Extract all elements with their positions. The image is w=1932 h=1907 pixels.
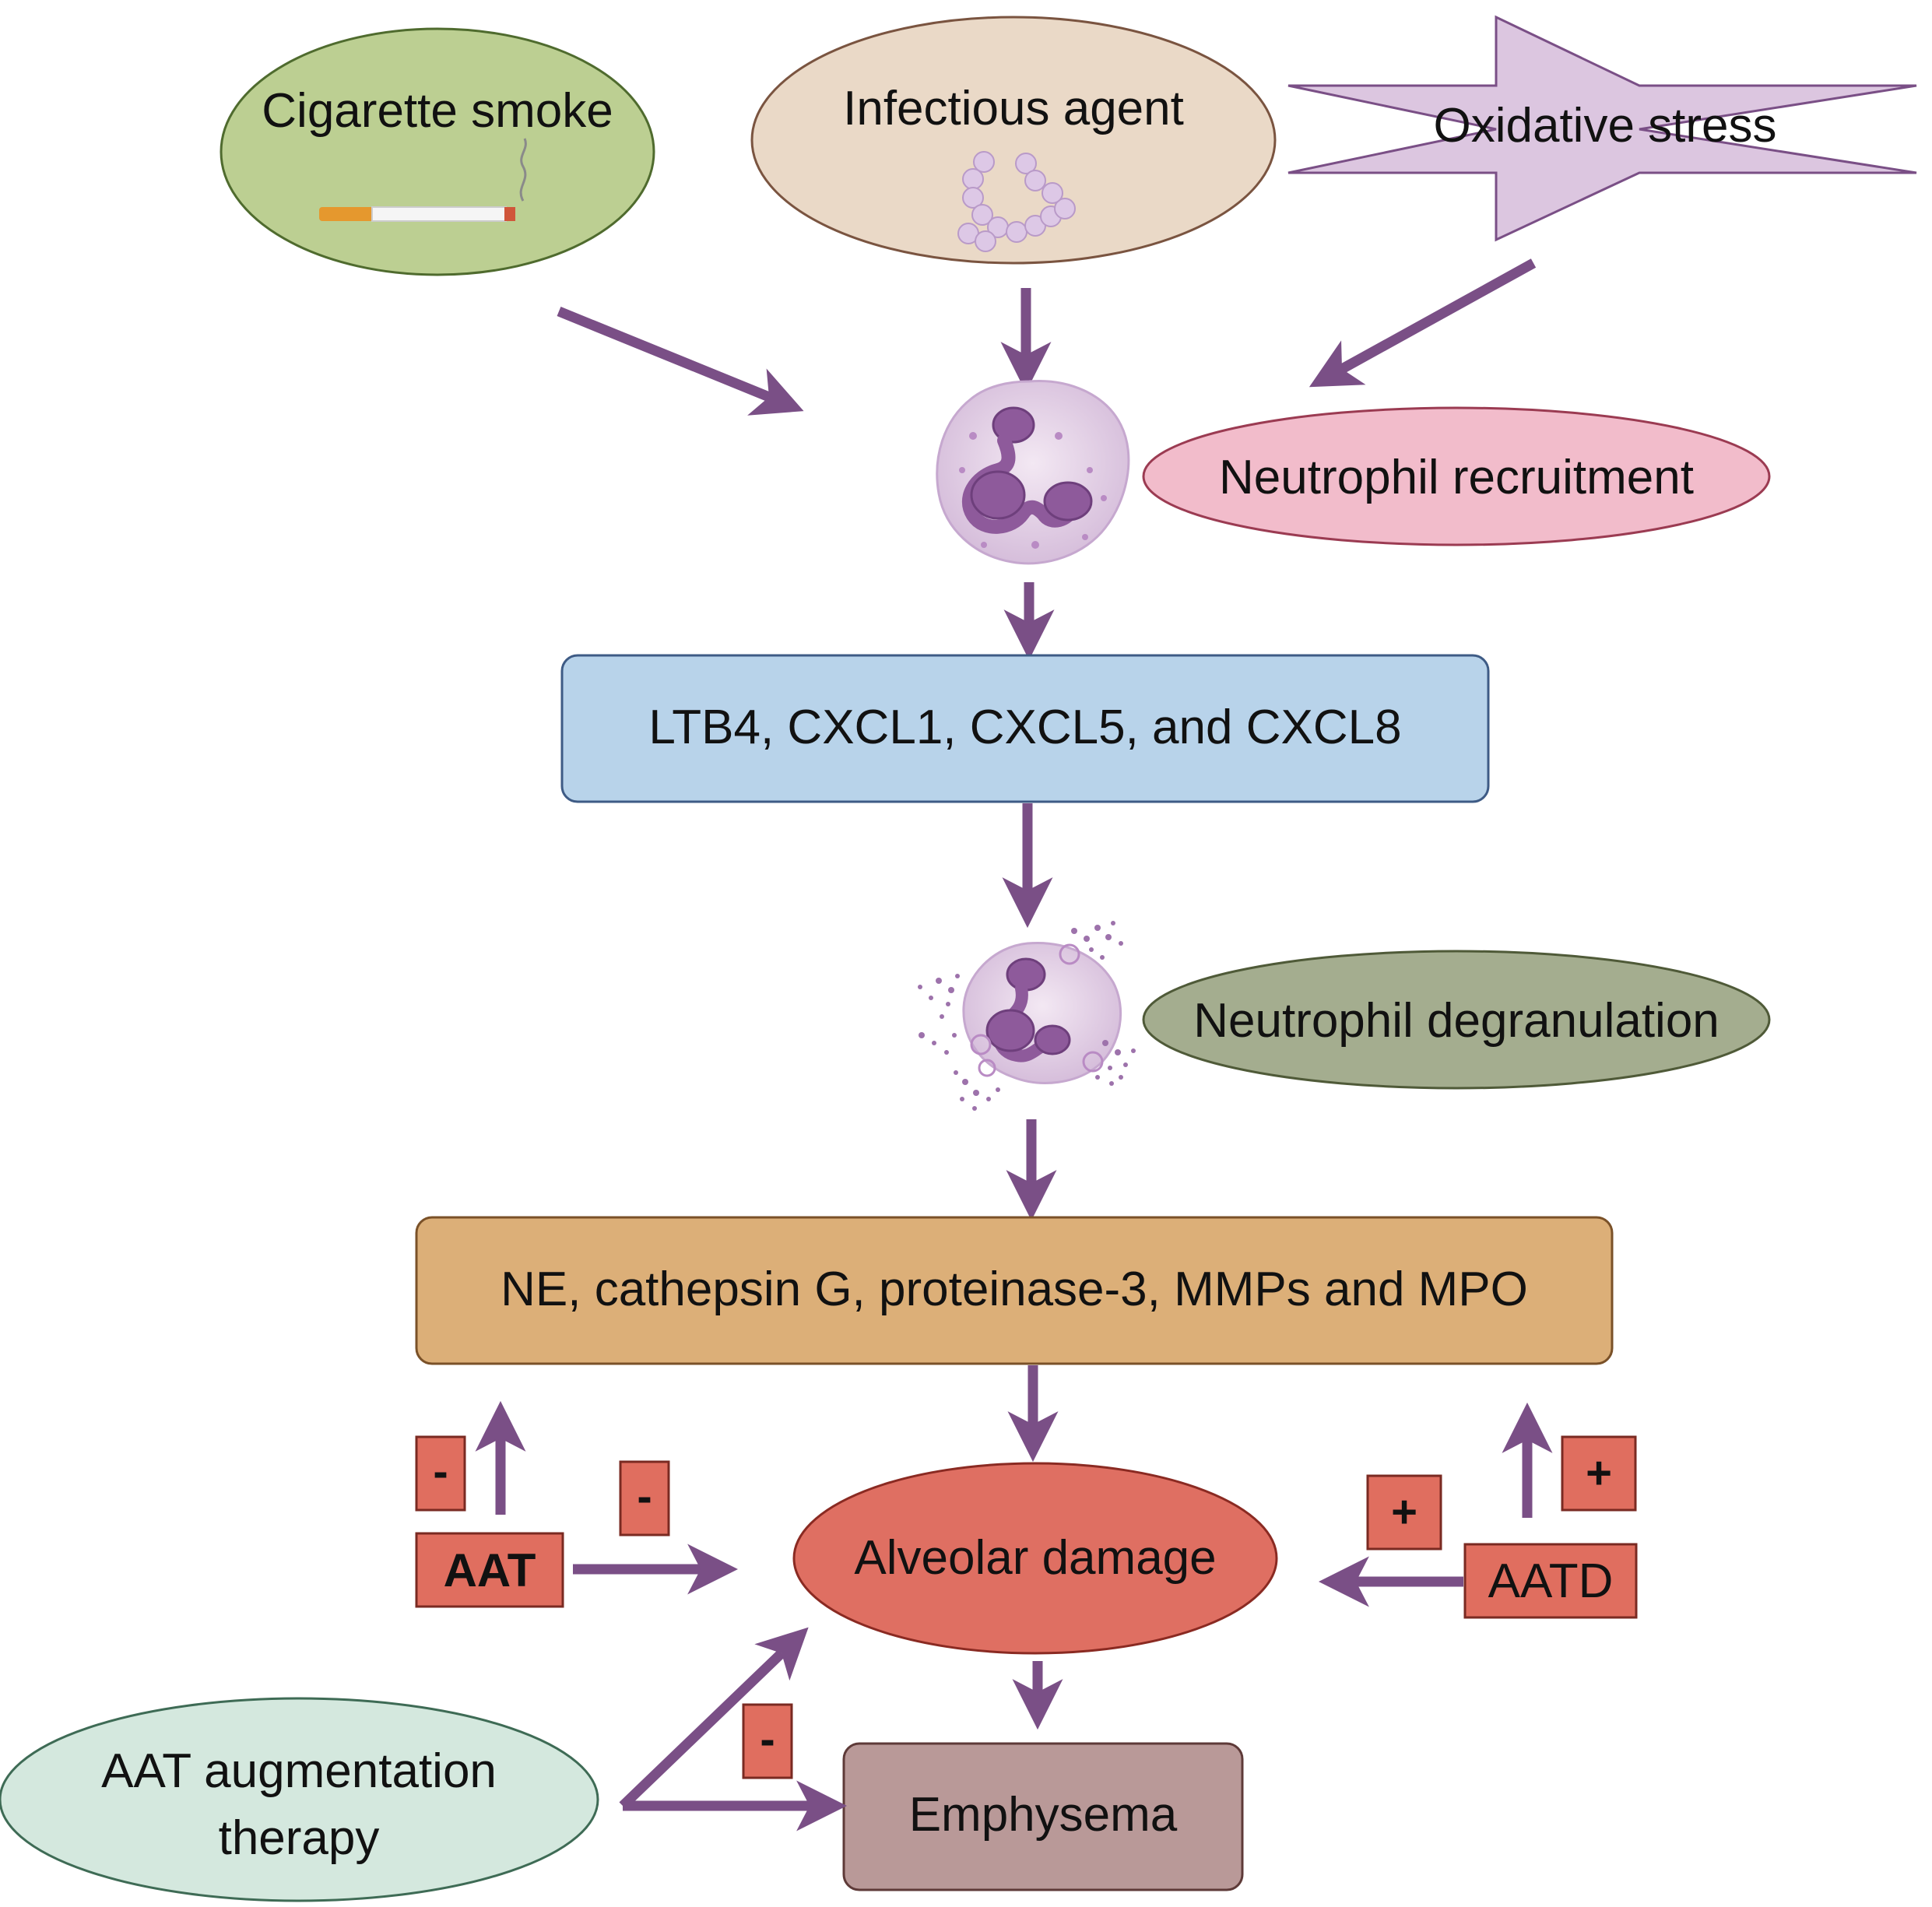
svg-text:+: +	[1586, 1448, 1612, 1498]
mediators-label: LTB4, CXCL1, CXCL5, and CXCL8	[648, 701, 1401, 754]
neutrophil-degranulation-node: Neutrophil degranulation	[1142, 950, 1771, 1090]
mediators-box: LTB4, CXCL1, CXCL5, and CXCL8	[560, 654, 1490, 803]
oxidative-stress-label: Oxidative stress	[1433, 99, 1776, 153]
neutrophil-degranulation-label: Neutrophil degranulation	[1193, 994, 1719, 1048]
cigarette-smoke-label: Cigarette smoke	[262, 84, 613, 138]
infectious-agent-node: Infectious agent	[750, 16, 1277, 265]
svg-text:+: +	[1391, 1487, 1417, 1537]
oxidative-stress-node: Oxidative stress	[1287, 15, 1917, 242]
neutrophil-recruitment-node: Neutrophil recruitment	[1142, 406, 1771, 546]
proteases-label: NE, cathepsin G, proteinase-3, MMPs and …	[501, 1263, 1528, 1316]
cigarette-smoke-node: Cigarette smoke	[220, 27, 655, 276]
svg-text:-: -	[760, 1714, 775, 1765]
svg-text:-: -	[637, 1471, 652, 1522]
aat-label: AAT	[444, 1544, 536, 1596]
therapy-label-line1: AAT augmentation	[101, 1744, 497, 1798]
aat-box: AAT	[415, 1532, 564, 1608]
inhibition-sign-aat-alveolar: -	[619, 1460, 670, 1536]
neutrophil-cell-icon	[936, 380, 1130, 565]
bacteria-chain-icon	[957, 151, 1076, 252]
alveolar-damage-node: Alveolar damage	[792, 1462, 1278, 1655]
neutrophil-recruitment-label: Neutrophil recruitment	[1219, 451, 1694, 504]
aatd-label: AATD	[1488, 1554, 1614, 1608]
proteases-box: NE, cathepsin G, proteinase-3, MMPs and …	[415, 1216, 1614, 1365]
degranulating-neutrophil-icon	[918, 921, 1136, 1111]
infectious-agent-label: Infectious agent	[843, 82, 1184, 135]
aat-augmentation-therapy-node: AAT augmentation therapy	[0, 1697, 599, 1902]
cigarette-icon	[319, 138, 527, 222]
emphysema-label: Emphysema	[909, 1788, 1178, 1842]
arrow-therapy-to-alveolar	[619, 1627, 809, 1810]
arrow-oxidative-to-neutrophil	[1308, 258, 1537, 388]
promotion-sign-aatd-alveolar: +	[1366, 1474, 1442, 1551]
arrow-cigarette-to-neutrophil	[557, 306, 804, 416]
emphysema-box: Emphysema	[842, 1742, 1244, 1891]
svg-text:-: -	[433, 1446, 448, 1497]
therapy-label-line2: therapy	[219, 1811, 380, 1865]
inhibition-sign-therapy: -	[742, 1703, 793, 1779]
promotion-sign-aatd-proteases: +	[1561, 1435, 1637, 1512]
aatd-box: AATD	[1463, 1543, 1638, 1619]
alveolar-damage-label: Alveolar damage	[854, 1531, 1216, 1585]
inhibition-sign-aat-proteases: -	[415, 1435, 466, 1512]
